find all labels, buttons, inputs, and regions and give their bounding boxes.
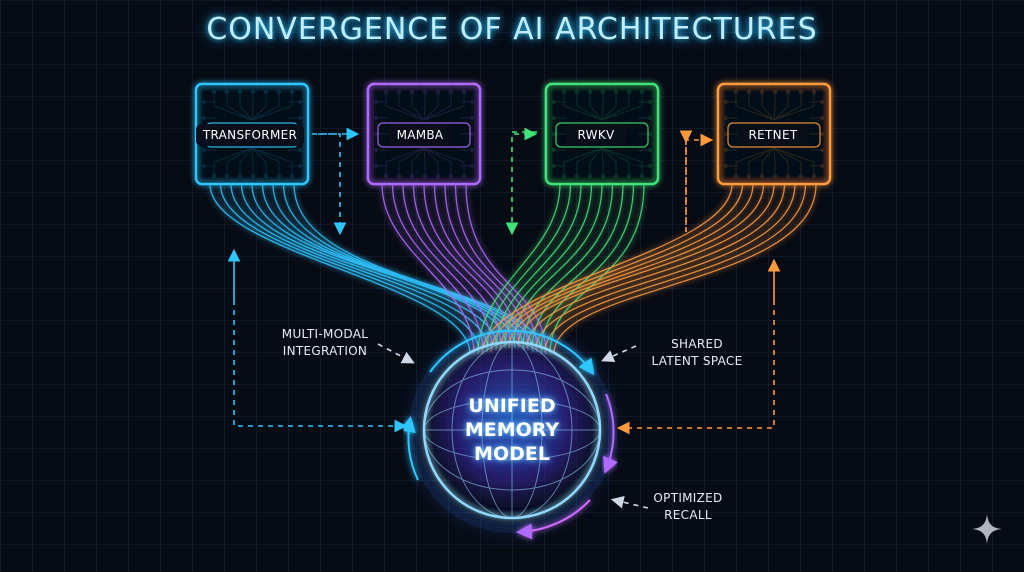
annotation-shared-latent-line2: LATENT SPACE	[651, 354, 743, 368]
chip-label-rwkv: RWKV	[566, 124, 626, 146]
chip-label-retnet: RETNET	[738, 124, 808, 146]
page-title: CONVERGENCE OF AI ARCHITECTURES	[206, 12, 818, 47]
orbit-arc-left	[400, 416, 419, 481]
annotation-optimized-recall-line2: RECALL	[664, 508, 712, 522]
core-label-line3: MODEL	[474, 443, 550, 465]
core-sphere	[400, 327, 618, 540]
core-label-line1: UNIFIED	[468, 395, 556, 417]
connector-rwkv-mamba	[505, 131, 537, 236]
chip-label-mamba: MAMBA	[388, 124, 452, 146]
annotation-multi-modal-line1: MULTI-MODAL	[281, 327, 369, 341]
annotation-shared-latent: SHARED LATENT SPACE	[640, 336, 754, 370]
chip-plate-rwkv	[555, 122, 649, 148]
flow-retnet	[481, 183, 817, 355]
pointer-multi-modal	[377, 343, 415, 364]
sparkle-icon	[972, 514, 1002, 544]
globe-meridians	[423, 341, 601, 519]
dashed-connectors	[227, 127, 781, 509]
flow-mamba	[381, 183, 547, 355]
connector-transformer-down	[318, 133, 347, 236]
core-label-line2: MEMORY	[464, 419, 560, 441]
chip-plate-mamba	[377, 122, 471, 148]
annotation-shared-latent-line1: SHARED	[671, 337, 723, 351]
orbit-arc-right	[603, 393, 618, 474]
chip-label-transformer: TRANSFORMER	[196, 124, 304, 146]
annotation-optimized-recall: OPTIMIZED RECALL	[638, 490, 738, 524]
chip-rwkv	[544, 82, 660, 186]
flow-lines	[209, 183, 817, 355]
annotation-multi-modal-line2: INTEGRATION	[282, 344, 368, 358]
chip-plate-retnet	[727, 122, 821, 148]
connector-right-loop	[616, 260, 775, 435]
annotation-optimized-recall-line1: OPTIMIZED	[653, 491, 723, 505]
core-label: UNIFIED MEMORY MODEL	[432, 394, 592, 466]
annotation-multi-modal: MULTI-MODAL INTEGRATION	[260, 326, 390, 360]
orbit-arc-top	[429, 329, 595, 376]
orbit-arc-bottom	[516, 499, 591, 540]
